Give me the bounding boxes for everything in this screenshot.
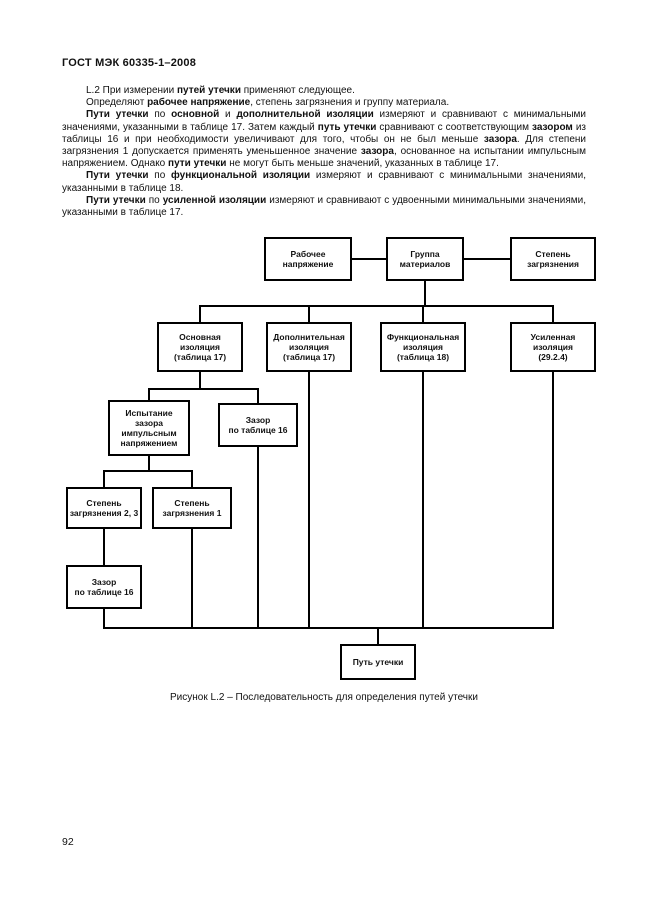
document-standard-title: ГОСТ МЭК 60335-1–2008 (62, 57, 197, 69)
flow-box-pollution-degree-1: Степень загрязнения 1 (152, 487, 232, 529)
paragraph: Пути утечки по усиленной изоляции измеря… (62, 194, 586, 219)
flow-box-clearance-table16-lower: Зазор по таблице 16 (66, 565, 142, 609)
flow-box-pollution-degree-2-3: Степень загрязнения 2, 3 (66, 487, 142, 529)
flow-box-reinforced-insulation: Усиленная изоляция (29.2.4) (510, 322, 596, 372)
page-number: 92 (62, 836, 74, 848)
flow-box-working-voltage: Рабочее напряжение (264, 237, 352, 281)
flow-box-clearance-table16-upper: Зазор по таблице 16 (218, 403, 298, 447)
flow-box-functional-insulation: Функциональная изоляция (таблица 18) (380, 322, 466, 372)
flow-box-leakage-path: Путь утечки (340, 644, 416, 680)
paragraph: L.2 При измерении путей утечки применяют… (86, 85, 355, 96)
flow-box-impulse-test: Испытание зазора импульсным напряжением (108, 400, 190, 456)
flow-box-basic-insulation: Основная изоляция (таблица 17) (157, 322, 243, 372)
paragraph: Определяют рабочее напряжение, степень з… (86, 97, 450, 109)
body-text: L.2 При измерении путей утечки применяют… (62, 85, 586, 219)
paragraph: Пути утечки по основной и дополнительной… (62, 109, 587, 170)
figure-caption: Рисунок L.2 – Последовательность для опр… (170, 692, 478, 703)
flow-box-material-group: Группа материалов (386, 237, 464, 281)
paragraph: Пути утечки по функциональной изоляции и… (62, 170, 586, 194)
flow-box-pollution-degree: Степень загрязнения (510, 237, 596, 281)
flow-box-supplementary-insulation: Дополнительная изоляция (таблица 17) (266, 322, 352, 372)
connector-lines (103, 258, 554, 645)
